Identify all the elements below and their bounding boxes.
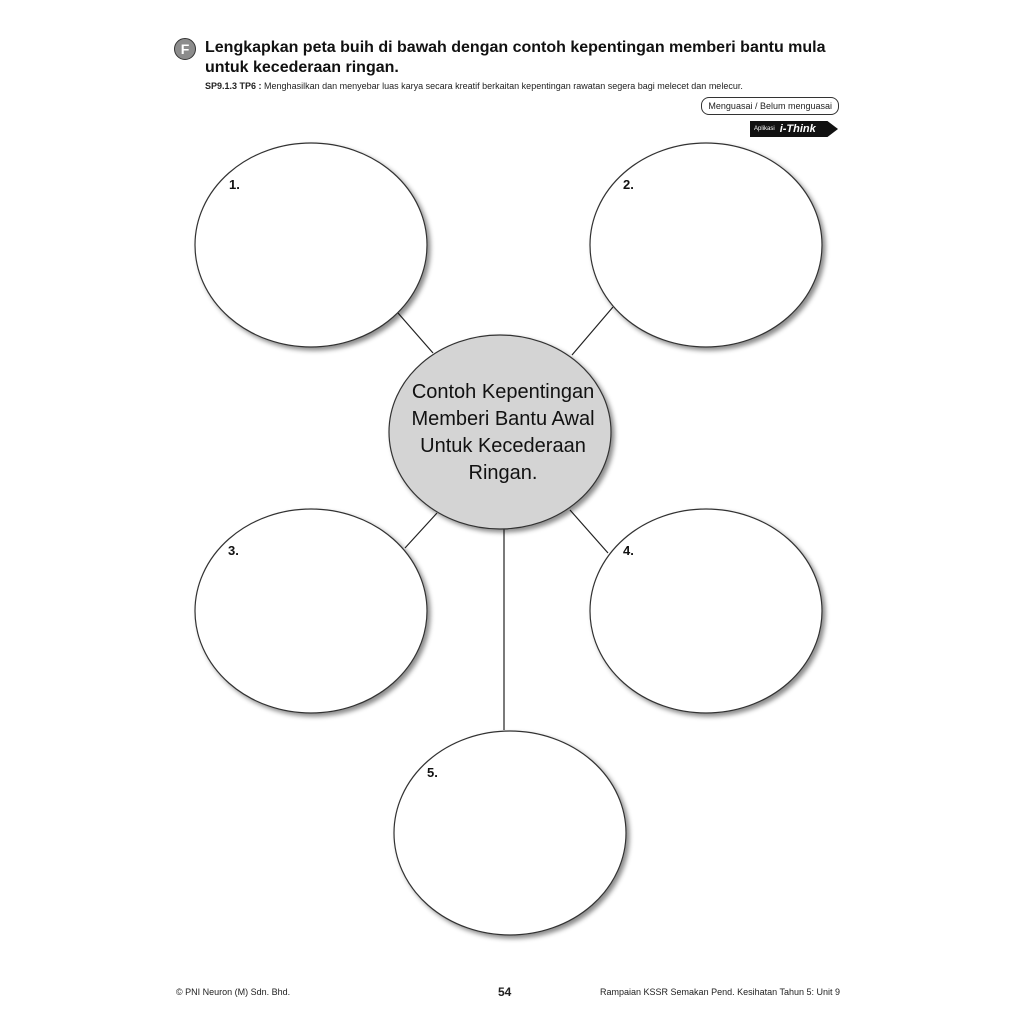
objective-text: Menghasilkan dan menyebar luas karya sec… [264,81,743,91]
section-letter-badge: F [174,38,196,60]
instruction-heading: Lengkapkan peta buih di bawah dengan con… [205,39,826,76]
objective-code: SP9.1.3 TP6 : [205,81,262,91]
connector-line-1 [397,312,434,354]
answer-bubble-4[interactable] [589,508,823,714]
answer-bubble-2[interactable] [589,142,823,348]
answer-bubble-1[interactable] [194,142,428,348]
connector-line-4 [569,509,609,554]
center-topic: Contoh Kepentingan Memberi Bantu Awal Un… [411,381,595,484]
answer-bubble-5[interactable] [393,730,627,936]
mastery-status-box: Menguasai / Belum menguasai [701,97,839,115]
connector-line-3 [404,512,438,549]
answer-bubble-3[interactable] [194,508,428,714]
ithink-tag: Aplikasi i-Think [750,121,838,137]
ithink-prefix: Aplikasi [754,126,775,132]
bubble-number-2: 2. [623,177,634,192]
bubble-number-3: 3. [228,543,239,558]
bubble-number-4: 4. [623,543,634,558]
bubble-number-1: 1. [229,177,240,192]
bubble-number-5: 5. [427,765,438,780]
learning-objective: SP9.1.3 TP6 : Menghasilkan dan menyebar … [205,80,845,92]
footer-page-number: 54 [498,985,512,999]
footer-book-title: Rampaian KSSR Semakan Pend. Kesihatan Ta… [600,987,840,997]
ithink-label: i-Think [779,123,816,135]
connector-line-2 [571,306,614,356]
footer-publisher: © PNI Neuron (M) Sdn. Bhd. [176,987,291,997]
center-bubble [388,334,612,530]
